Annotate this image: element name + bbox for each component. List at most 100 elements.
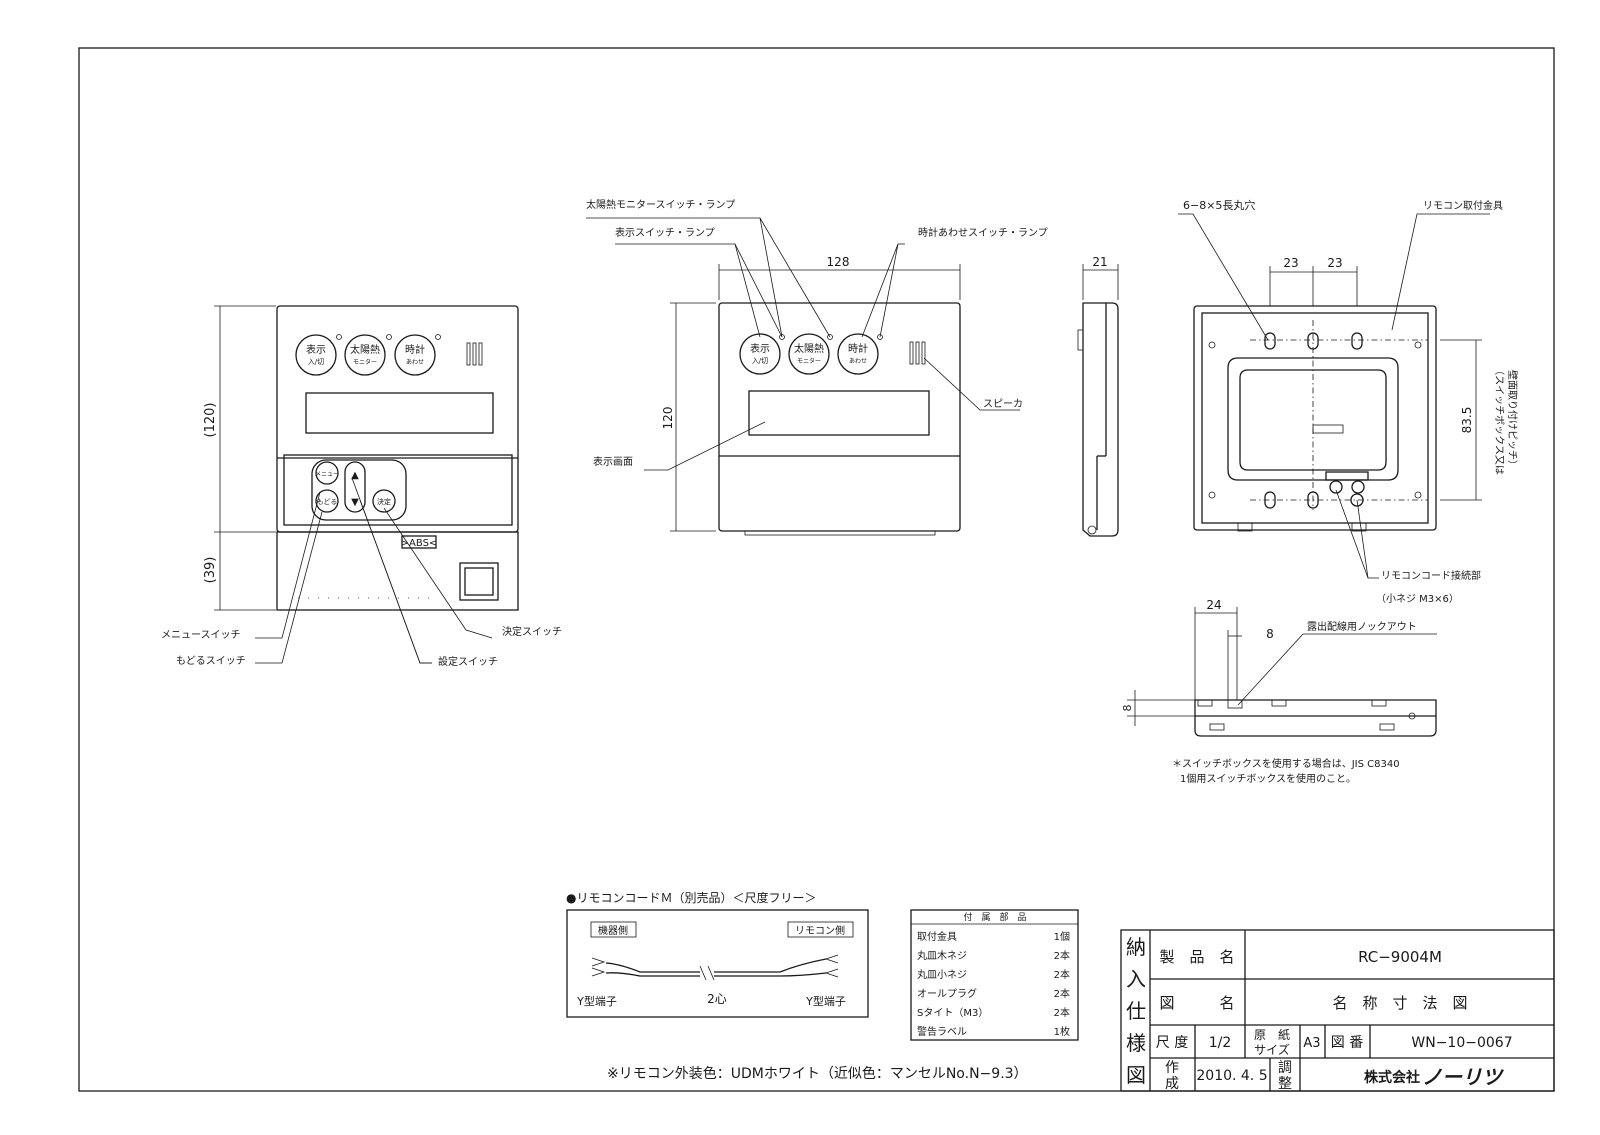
back-vertical-note: （スイッチボックス又は <box>1493 365 1505 475</box>
title-side-char-3: 仕 <box>1126 999 1146 1023</box>
scale-value: 1/2 <box>1209 1035 1232 1051</box>
bottom-view: 24 8 8 露出配線用ノックアウト ＊スイッチボックスを使用する場合は、JIS… <box>1121 598 1437 785</box>
cord-left-terminal: Y型端子 <box>576 994 617 1008</box>
mid-button-hyoji-sub: 入/切 <box>752 357 768 365</box>
title-side-char-1: 納 <box>1126 935 1146 959</box>
front-button-hyoji: 表示 <box>306 343 326 356</box>
drawing-name-value: 名 称 寸 法 図 <box>1332 994 1467 1012</box>
created-label-1: 作 <box>1165 1060 1179 1076</box>
dim-bottom-24: 24 <box>1206 598 1221 612</box>
back-cord-screw: （小ネジ M3×6） <box>1376 593 1459 605</box>
callout-solar-monitor: 太陽熱モニタースイッチ・ランプ <box>586 198 735 211</box>
front-arrow-up-icon: ▲ <box>351 470 359 481</box>
callout-settei-switch: 設定スイッチ <box>438 655 498 668</box>
company-name: 株式会社 <box>1364 1069 1420 1086</box>
adjust-label-2: 整 <box>1278 1076 1292 1092</box>
front-button-kettei: 決定 <box>377 497 391 506</box>
front-button-tokei-sub: あわせ <box>406 359 424 366</box>
color-note: ※リモコン外装色：UDMホワイト（近似色：マンセルNo.N−9.3） <box>607 1065 1028 1082</box>
parts-row-qty: 2本 <box>1054 949 1070 962</box>
side-view: 21 <box>1077 255 1119 537</box>
callout-display-switch: 表示スイッチ・ランプ <box>615 226 715 239</box>
drawing-no-label: 図 番 <box>1331 1035 1363 1051</box>
front-view: (120) (39) 表示 入/切 太陽熱 モニター 時計 あわせ メニュー も… <box>161 305 562 668</box>
callout-display-screen: 表示画面 <box>593 455 633 468</box>
dim-pitch-2: 23 <box>1327 256 1342 270</box>
front-button-hyoji-sub: 入/切 <box>308 358 324 366</box>
dim-side-depth: 21 <box>1092 255 1107 269</box>
callout-modoru-switch: もどるスイッチ <box>176 655 246 667</box>
back-vertical-note-2: 壁面取り付けピッチ） <box>1506 370 1519 470</box>
company-logo: ノーリツ <box>1422 1065 1505 1089</box>
parts-header: 付 属 部 品 <box>963 911 1026 923</box>
cord-center-label: 2心 <box>707 992 727 1006</box>
title-side-char-5: 図 <box>1126 1063 1146 1087</box>
parts-row-name: オールプラグ <box>917 987 977 1000</box>
back-bracket-label: リモコン取付金具 <box>1423 199 1503 212</box>
dim-bottom-8-vertical: 8 <box>1121 705 1134 712</box>
parts-row-qty: 1個 <box>1054 930 1070 943</box>
front-button-modoru: もどる <box>317 498 338 506</box>
parts-row-qty: 2本 <box>1054 987 1070 1000</box>
paper-label-1: 原 紙 <box>1254 1027 1290 1042</box>
mid-button-taiyonetsu-sub: モニター <box>797 357 821 365</box>
dim-vertical-83-5: 83.5 <box>1460 407 1474 434</box>
scale-label: 尺 度 <box>1156 1035 1188 1051</box>
bottom-note-line-2: 1個用スイッチボックスを使用のこと。 <box>1180 772 1356 785</box>
bottom-note-line-1: ＊スイッチボックスを使用する場合は、JIS C8340 <box>1172 757 1400 770</box>
cord-box: ●リモコンコードＭ（別売品）＜尺度フリー＞ 機器側 リモコン側 Y型端子 2心 … <box>566 890 869 1018</box>
cord-right-label: リモコン側 <box>795 924 845 937</box>
dim-front-upper: (120) <box>203 403 218 438</box>
parts-row-name: Sタイト（M3） <box>917 1007 988 1019</box>
cord-title: ●リモコンコードＭ（別売品）＜尺度フリー＞ <box>566 890 816 905</box>
cord-right-terminal: Y型端子 <box>805 994 846 1008</box>
dim-pitch-1: 23 <box>1283 256 1298 270</box>
drawing-name-label: 図 名 <box>1159 994 1234 1012</box>
back-view: 23 23 83.5 （スイッチボックス又は 壁面取り付けピッチ） <box>1178 198 1519 605</box>
parts-row-qty: 1枚 <box>1054 1025 1070 1038</box>
dim-bottom-8-horizontal: 8 <box>1266 627 1274 641</box>
cord-left-label: 機器側 <box>598 924 628 937</box>
back-holes-label: 6−8×5長丸穴 <box>1183 198 1255 212</box>
bottom-knockout-label: 露出配線用ノックアウト <box>1307 620 1417 633</box>
title-side-char-4: 様 <box>1126 1031 1146 1055</box>
title-side-char-2: 入 <box>1126 967 1146 991</box>
front-button-taiyonetsu: 太陽熱 <box>350 343 380 356</box>
paper-value: A3 <box>1303 1036 1320 1051</box>
parts-row-name: 取付金具 <box>917 930 957 943</box>
front-button-tokei: 時計 <box>405 343 425 356</box>
front-abs-mark: >ABS< <box>401 538 438 549</box>
callout-speaker: スピーカ <box>983 398 1023 410</box>
front-arrow-down-icon: ▼ <box>351 497 359 508</box>
front-button-menu: メニュー <box>315 471 339 478</box>
callout-kettei-switch: 決定スイッチ <box>502 625 562 638</box>
parts-row-name: 丸皿木ネジ <box>917 949 967 962</box>
parts-row-name: 丸皿小ネジ <box>917 968 967 981</box>
back-cord-connection: リモコンコード接続部 <box>1381 569 1481 582</box>
sheet-border <box>78 47 1555 1092</box>
parts-row-qty: 2本 <box>1054 1006 1070 1019</box>
title-block: 納 入 仕 様 図 製 品 名 RC−9004M 図 名 名 称 寸 法 図 尺… <box>1120 929 1555 1092</box>
created-value: 2010. 4. 5 <box>1196 1068 1267 1084</box>
callout-menu-switch: メニュースイッチ <box>161 629 241 641</box>
parts-row-name: 警告ラベル <box>917 1025 967 1038</box>
middle-view: 128 120 表示 入/切 太陽熱 モニター 時計 あわせ 太陽熱モニ <box>586 198 1048 536</box>
product-name-value: RC−9004M <box>1358 948 1442 966</box>
mid-button-hyoji: 表示 <box>750 342 770 355</box>
front-button-taiyonetsu-sub: モニター <box>353 358 377 366</box>
parts-row-qty: 2本 <box>1054 968 1070 981</box>
mid-button-tokei-sub: あわせ <box>849 358 867 365</box>
created-label-2: 成 <box>1165 1076 1179 1092</box>
callout-clock-switch: 時計あわせスイッチ・ランプ <box>918 226 1048 239</box>
adjust-label-1: 調 <box>1278 1060 1292 1076</box>
dim-mid-height: 120 <box>661 407 675 430</box>
mid-button-taiyonetsu: 太陽熱 <box>794 342 824 355</box>
mid-button-tokei: 時計 <box>848 342 868 355</box>
drawing-no-value: WN−10−0067 <box>1411 1035 1512 1051</box>
dim-front-lower: (39) <box>203 557 218 584</box>
paper-label-2: サイズ <box>1254 1042 1290 1057</box>
product-name-label: 製 品 名 <box>1159 948 1234 966</box>
